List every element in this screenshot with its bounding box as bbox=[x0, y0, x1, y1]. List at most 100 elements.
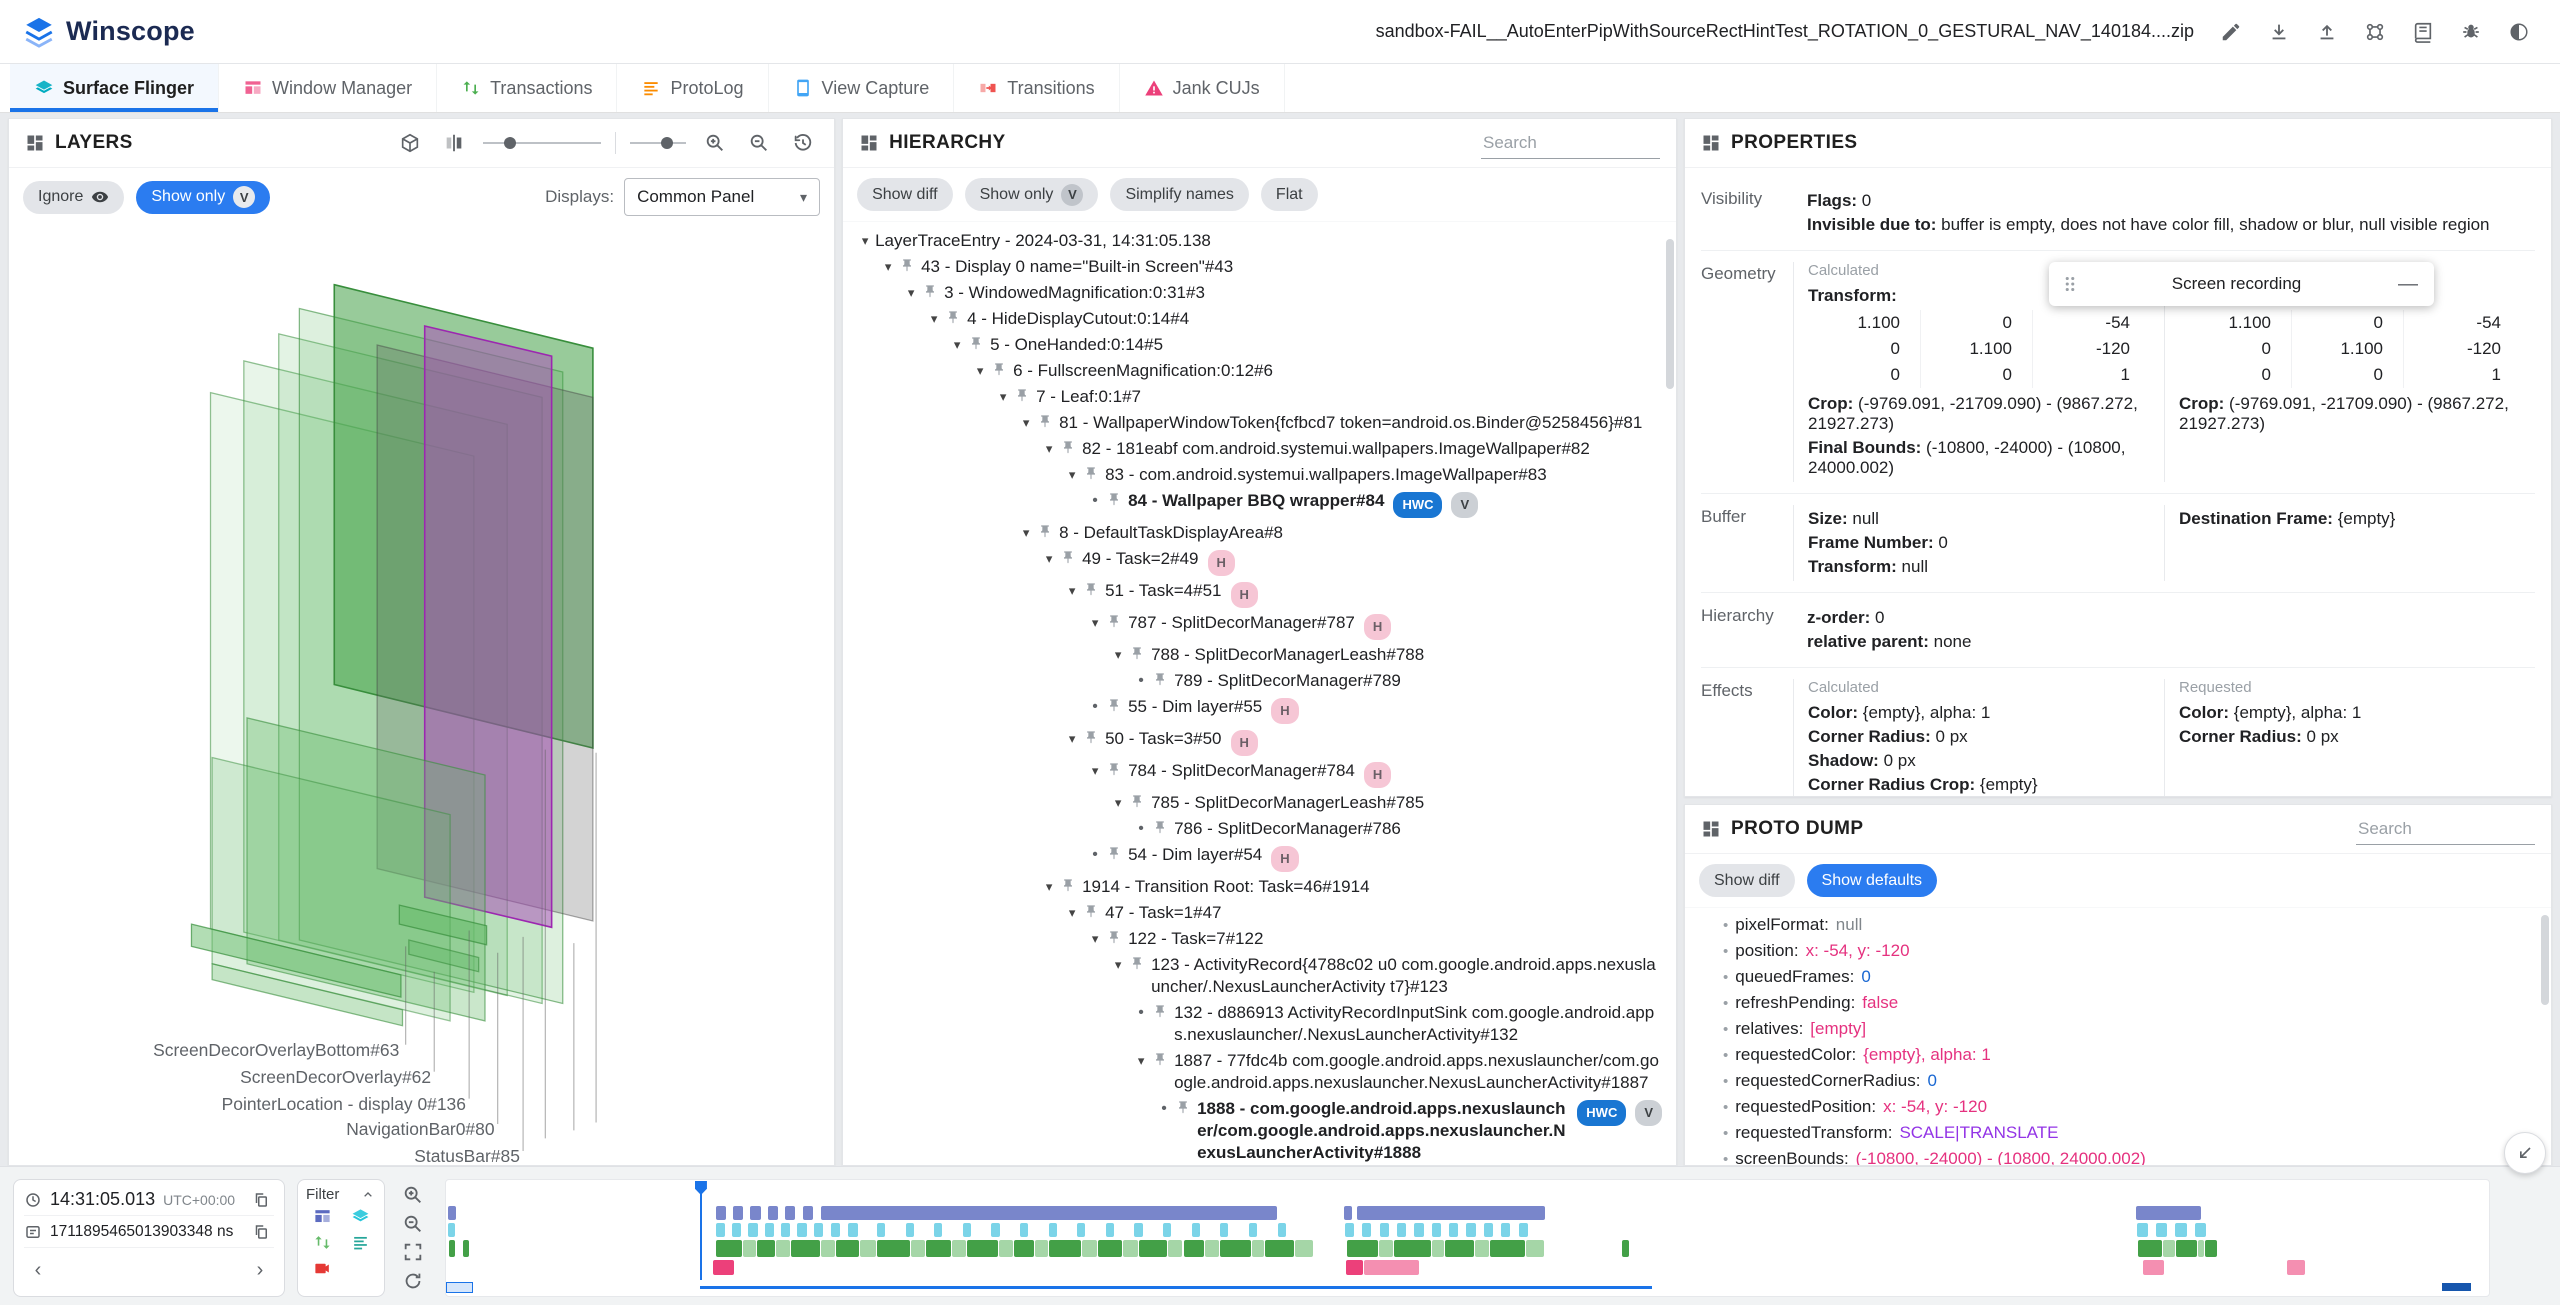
timeline-track-window-manager[interactable] bbox=[446, 1206, 2489, 1220]
expand-arrow-icon[interactable]: ▾ bbox=[1068, 905, 1076, 920]
proto-property[interactable]: •requestedColor:{empty}, alpha: 1 bbox=[1695, 1042, 2541, 1068]
proto-dump-show-defaults-chip[interactable]: Show defaults bbox=[1806, 864, 1938, 897]
expand-arrow-icon[interactable]: ▾ bbox=[1137, 1053, 1145, 1068]
zoom-out-button[interactable] bbox=[744, 128, 774, 158]
expand-arrow-icon[interactable]: ▾ bbox=[1091, 931, 1099, 946]
expand-arrow-icon[interactable]: ▾ bbox=[1022, 525, 1030, 540]
layer-label[interactable]: PointerLocation - display 0#136 bbox=[222, 1094, 466, 1114]
expand-arrow-icon[interactable]: ▾ bbox=[976, 363, 984, 378]
leaf-bullet-icon[interactable]: • bbox=[1138, 820, 1144, 837]
pin-icon[interactable] bbox=[1106, 492, 1123, 509]
expand-arrow-icon[interactable]: ▾ bbox=[1022, 415, 1030, 430]
tab-protolog[interactable]: ProtoLog bbox=[617, 64, 769, 112]
proto-property[interactable]: •requestedPosition:x: -54, y: -120 bbox=[1695, 1094, 2541, 1120]
expand-arrow-icon[interactable]: ▾ bbox=[1045, 441, 1053, 456]
pin-icon[interactable] bbox=[1106, 846, 1123, 863]
cursor-handle-icon[interactable] bbox=[694, 1181, 707, 1195]
layer-rect[interactable] bbox=[398, 904, 488, 946]
proto-dump-show-diff-chip[interactable]: Show diff bbox=[1699, 864, 1795, 897]
edit-file-name-button[interactable] bbox=[2212, 13, 2250, 51]
timeline-refresh-button[interactable] bbox=[397, 1267, 429, 1295]
tree-node[interactable]: ▾8 - DefaultTaskDisplayArea#8 bbox=[849, 520, 1670, 546]
timeline-track-surface-flinger[interactable] bbox=[446, 1223, 2489, 1237]
expand-arrow-icon[interactable]: ▾ bbox=[1068, 731, 1076, 746]
expand-arrow-icon[interactable]: ▾ bbox=[930, 311, 938, 326]
tab-transactions[interactable]: Transactions bbox=[437, 64, 618, 112]
pin-icon[interactable] bbox=[1083, 730, 1100, 747]
expand-arrow-icon[interactable]: ▾ bbox=[884, 259, 892, 274]
dark-mode-toggle-button[interactable] bbox=[2500, 13, 2538, 51]
tree-node[interactable]: •786 - SplitDecorManager#786 bbox=[849, 816, 1670, 842]
tab-jank-cujs[interactable]: Jank CUJs bbox=[1120, 64, 1285, 112]
leaf-bullet-icon[interactable]: • bbox=[1138, 1004, 1144, 1021]
tree-node[interactable]: ▾122 - Task=7#122 bbox=[849, 926, 1670, 952]
timeline-zoom-in-button[interactable] bbox=[397, 1181, 429, 1209]
surface-flinger-trace-icon[interactable] bbox=[351, 1207, 370, 1226]
proto-property[interactable]: •queuedFrames:0 bbox=[1695, 964, 2541, 990]
keyboard-shortcuts-button[interactable] bbox=[2356, 13, 2394, 51]
proto-property[interactable]: •pixelFormat:null bbox=[1695, 912, 2541, 938]
tree-node[interactable]: ▾123 - ActivityRecord{4788c02 u0 com.goo… bbox=[849, 952, 1670, 1000]
pin-icon[interactable] bbox=[945, 310, 962, 327]
pin-icon[interactable] bbox=[1106, 698, 1123, 715]
pin-icon[interactable] bbox=[1060, 878, 1077, 895]
report-bug-button[interactable] bbox=[2452, 13, 2490, 51]
layer-label[interactable]: ScreenDecorOverlay#62 bbox=[240, 1067, 431, 1087]
copy-ns-button[interactable] bbox=[248, 1219, 274, 1245]
pin-icon[interactable] bbox=[968, 336, 985, 353]
proto-property[interactable]: •requestedCornerRadius:0 bbox=[1695, 1068, 2541, 1094]
upload-traces-button[interactable] bbox=[2308, 13, 2346, 51]
tree-node[interactable]: ▾4 - HideDisplayCutout:0:14#4 bbox=[849, 306, 1670, 332]
expand-arrow-icon[interactable]: ▾ bbox=[1114, 795, 1122, 810]
proto-dump-search-input[interactable] bbox=[2356, 813, 2535, 845]
pin-icon[interactable] bbox=[991, 362, 1008, 379]
tree-node[interactable]: ▾5 - OneHanded:0:14#5 bbox=[849, 332, 1670, 358]
copy-timestamp-button[interactable] bbox=[248, 1187, 274, 1213]
tree-node[interactable]: ▾82 - 181eabf com.android.systemui.wallp… bbox=[849, 436, 1670, 462]
expand-arrow-icon[interactable]: ▾ bbox=[1114, 647, 1122, 662]
tab-transitions[interactable]: Transitions bbox=[954, 64, 1120, 112]
pin-icon[interactable] bbox=[1175, 1100, 1192, 1117]
tree-node[interactable]: ▾7 - Leaf:0:1#7 bbox=[849, 384, 1670, 410]
pin-icon[interactable] bbox=[1152, 672, 1169, 689]
reset-view-button[interactable] bbox=[788, 128, 818, 158]
expand-arrow-icon[interactable]: ▾ bbox=[1045, 879, 1053, 894]
spacing-slider[interactable] bbox=[630, 137, 687, 149]
pin-icon[interactable] bbox=[1106, 614, 1123, 631]
layer-rect[interactable] bbox=[211, 962, 404, 1027]
expand-arrow-icon[interactable]: ▾ bbox=[907, 285, 915, 300]
tree-node[interactable]: ▾83 - com.android.systemui.wallpapers.Im… bbox=[849, 462, 1670, 488]
drag-handle-icon[interactable] bbox=[2059, 273, 2081, 295]
hierarchy-flat-chip[interactable]: Flat bbox=[1260, 178, 1318, 211]
tree-node[interactable]: •132 - d886913 ActivityRecordInputSink c… bbox=[849, 1000, 1670, 1048]
leaf-bullet-icon[interactable]: • bbox=[1092, 846, 1098, 863]
timeline-track-transactions[interactable] bbox=[446, 1240, 2489, 1257]
window-manager-trace-icon[interactable] bbox=[313, 1207, 332, 1226]
expand-arrow-icon[interactable]: ▾ bbox=[1045, 551, 1053, 566]
hierarchy-scrollbar[interactable] bbox=[1666, 239, 1674, 389]
zoom-fit-button[interactable] bbox=[397, 1238, 429, 1266]
transactions-trace-icon[interactable] bbox=[313, 1233, 332, 1252]
expand-arrow-icon[interactable]: ▾ bbox=[1114, 957, 1122, 972]
flip-view-button[interactable] bbox=[439, 128, 469, 158]
layer-label[interactable]: StatusBar#85 bbox=[414, 1146, 520, 1166]
pin-icon[interactable] bbox=[899, 258, 916, 275]
hierarchy-show-diff-chip[interactable]: Show diff bbox=[857, 178, 953, 211]
pin-icon[interactable] bbox=[1060, 440, 1077, 457]
timeline-zoom-out-button[interactable] bbox=[397, 1210, 429, 1238]
proto-property[interactable]: •position:x: -54, y: -120 bbox=[1695, 938, 2541, 964]
leaf-bullet-icon[interactable]: • bbox=[1092, 492, 1098, 509]
leaf-bullet-icon[interactable]: • bbox=[1138, 672, 1144, 689]
layer-rect[interactable] bbox=[246, 717, 486, 1022]
protolog-trace-icon[interactable] bbox=[351, 1233, 370, 1252]
expand-arrow-icon[interactable]: ▾ bbox=[1068, 583, 1076, 598]
tree-node[interactable]: ▾788 - SplitDecorManagerLeash#788 bbox=[849, 642, 1670, 668]
